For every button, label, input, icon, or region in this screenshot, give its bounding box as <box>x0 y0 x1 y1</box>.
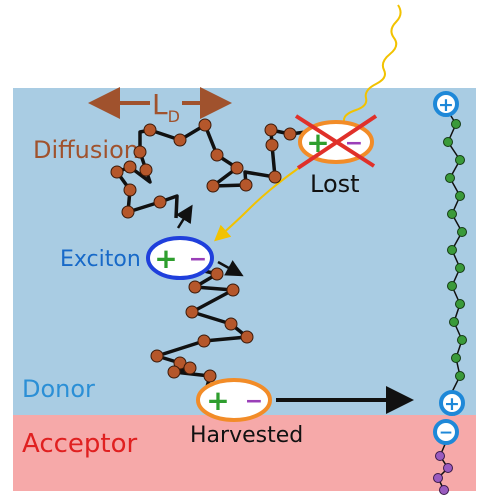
svg-text:+: + <box>438 94 454 116</box>
lost-exciton: + − <box>294 114 378 170</box>
lost-label: Lost <box>310 170 360 198</box>
exciton-minus: − <box>189 247 207 272</box>
harvest-nodes <box>150 267 254 383</box>
sun <box>24 0 446 75</box>
exciton-arrow-down <box>217 260 244 277</box>
electron-charge: − <box>433 419 459 445</box>
exciton-particle: + − <box>146 236 214 280</box>
hole-charge-bottom: + <box>439 390 465 416</box>
svg-text:+: + <box>444 393 460 415</box>
harvested-plus: + <box>206 384 229 417</box>
diffusion-nodes <box>110 118 297 219</box>
exciton-label: Exciton <box>60 247 141 272</box>
photon-path-main <box>333 4 402 130</box>
lost-cross-2 <box>296 114 378 170</box>
exciton-arrow-up <box>175 204 193 229</box>
hole-charge-top: + <box>433 91 459 117</box>
donor-label: Donor <box>22 375 95 403</box>
acceptor-label: Acceptor <box>22 429 138 459</box>
hole-chain-nodes <box>443 119 467 381</box>
svg-text:−: − <box>439 423 453 443</box>
diffusion-label: Diffusion <box>33 136 139 164</box>
sunlight-label: Sunlight <box>160 16 308 57</box>
harvested-label: Harvested <box>190 423 303 448</box>
exciton-plus: + <box>154 242 177 275</box>
electron-chain-nodes <box>433 451 453 495</box>
donor-region <box>13 88 476 415</box>
ld-label: LD <box>152 88 180 126</box>
acceptor-region <box>13 415 476 491</box>
harvested-exciton: + − <box>196 378 272 422</box>
harvested-minus: − <box>245 389 263 414</box>
